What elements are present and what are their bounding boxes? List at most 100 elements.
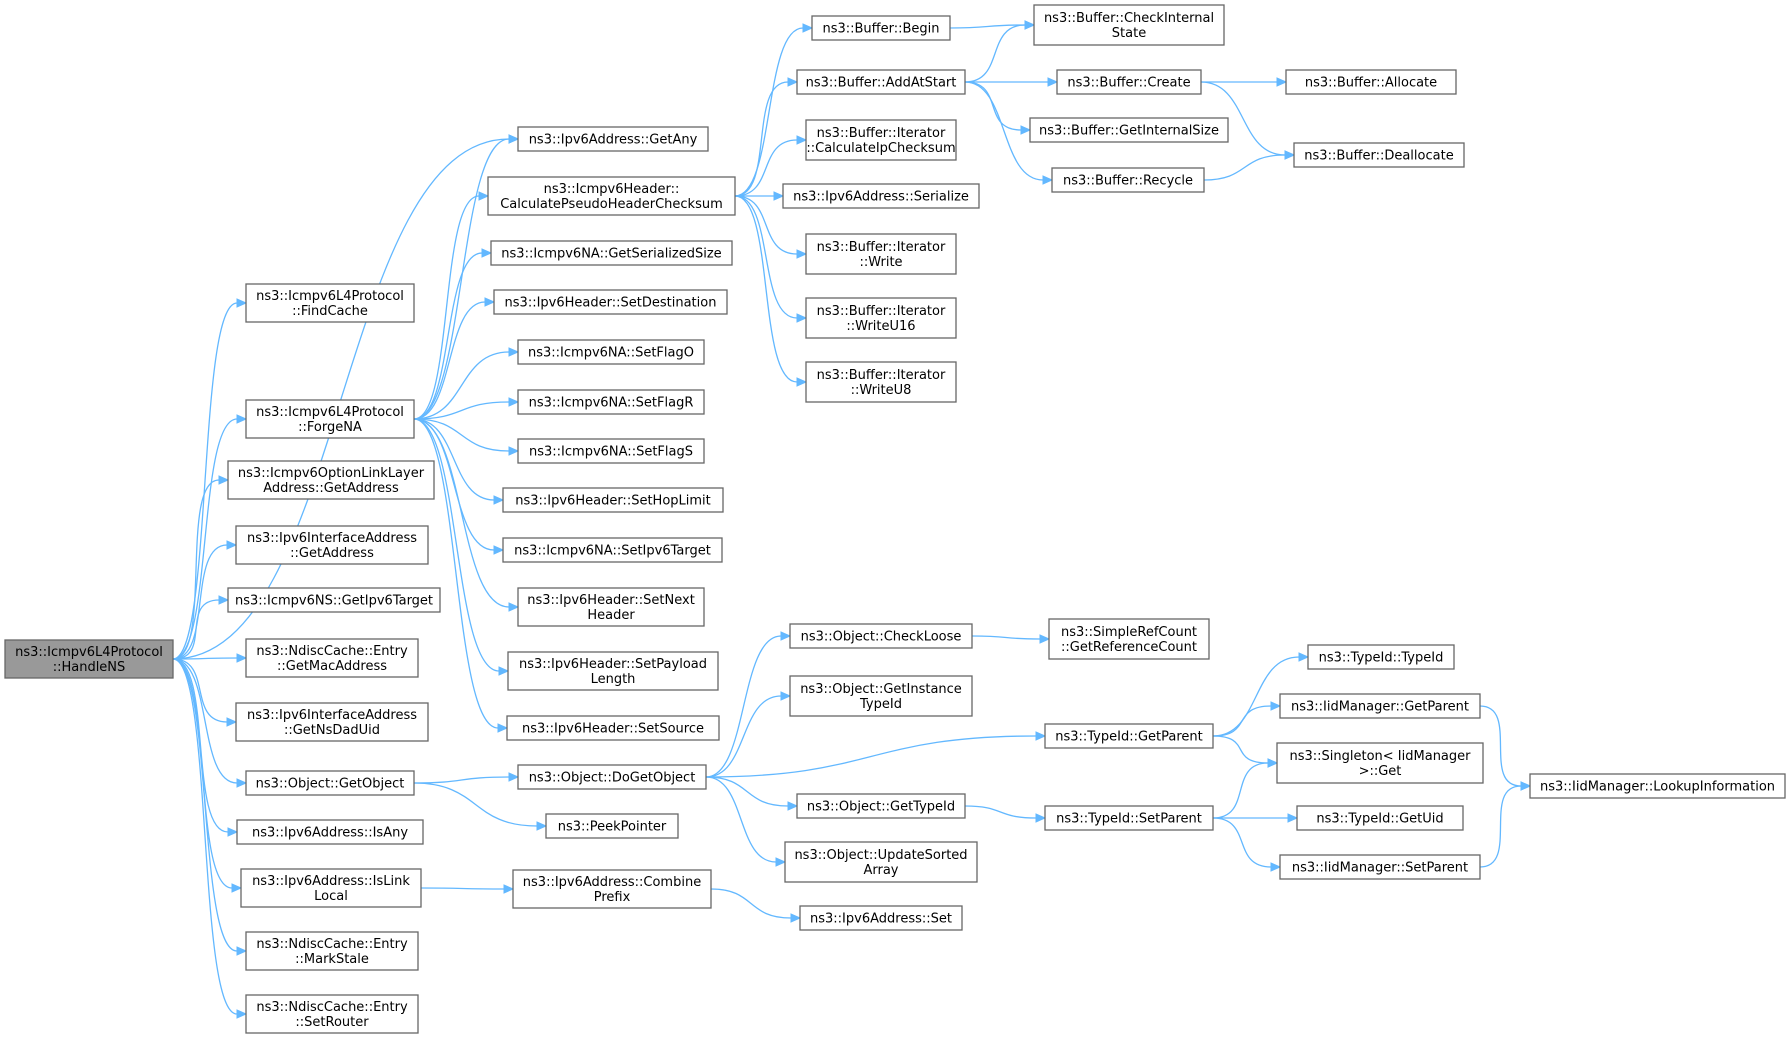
edge-forge_na-to-na_setflags (413, 418, 510, 452)
arrowhead-forge_na-to-na_setflago (508, 347, 520, 357)
node-obj-getobject[interactable]: ns3::Object::GetObject (245, 770, 415, 796)
node-label-line: ns3::Icmpv6NS::GetIpv6Target (235, 594, 433, 609)
node-ipv6-set[interactable]: ns3::Ipv6Address::Set (799, 905, 963, 931)
node-box (545, 813, 679, 839)
node-label-line: ns3::Buffer::CheckInternal (1044, 11, 1214, 26)
node-na-getsersize[interactable]: ns3::Icmpv6NA::GetSerializedSize (490, 240, 733, 266)
node-label-line: ns3::IidManager::GetParent (1291, 700, 1469, 715)
node-buf-addatstart[interactable]: ns3::Buffer::AddAtStart (796, 69, 966, 95)
node-ndisc-markstale[interactable]: ns3::NdiscCache::Entry::MarkStale (245, 931, 419, 971)
node-buf-allocate[interactable]: ns3::Buffer::Allocate (1285, 69, 1457, 95)
node-ifaddr-getnsdad[interactable]: ns3::Ipv6InterfaceAddress::GetNsDadUid (235, 702, 429, 742)
node-label-line: ns3::Object::GetInstance (800, 682, 962, 697)
node-box (1048, 618, 1210, 660)
edge-obj_getobject-to-peekpointer (413, 782, 538, 827)
node-box (1029, 117, 1229, 143)
node-iid-getparent[interactable]: ns3::IidManager::GetParent (1279, 693, 1481, 719)
node-label-line: ns3::NdiscCache::Entry (256, 644, 408, 659)
node-ns-gettarget[interactable]: ns3::Icmpv6NS::GetIpv6Target (227, 587, 441, 613)
node-ndisc-setrouter[interactable]: ns3::NdiscCache::Entry::SetRouter (245, 994, 419, 1034)
edge-forge_na-to-hdr_setsource (413, 418, 499, 729)
arrowhead-handle_ns-to-obj_getobject (236, 778, 248, 788)
node-buf-create[interactable]: ns3::Buffer::Create (1056, 69, 1202, 95)
node-calc-pseudo[interactable]: ns3::Icmpv6Header::CalculatePseudoHeader… (487, 176, 736, 216)
arrowhead-obj_getobject-to-peekpointer (536, 821, 548, 831)
node-hdr-setdest[interactable]: ns3::Ipv6Header::SetDestination (493, 289, 728, 315)
edge-calc_pseudo-to-buf_iter_write16 (734, 195, 798, 319)
node-box (784, 841, 978, 883)
node-label-line: ns3::Singleton< IidManager (1289, 749, 1471, 764)
node-tid-getparent[interactable]: ns3::TypeId::GetParent (1044, 723, 1214, 749)
node-box (1276, 742, 1484, 784)
node-label-line: ns3::Ipv6Address::GetAny (529, 133, 698, 148)
edge-iid_setparent-to-iid_lookup (1479, 785, 1522, 868)
node-box (517, 339, 705, 365)
node-buf-iter-write[interactable]: ns3::Buffer::Iterator::Write (805, 233, 957, 275)
node-na-setflagr[interactable]: ns3::Icmpv6NA::SetFlagR (517, 389, 705, 415)
node-ipv6-getany[interactable]: ns3::Ipv6Address::GetAny (517, 126, 709, 152)
node-handle-ns[interactable]: ns3::Icmpv6L4Protocol::HandleNS (4, 639, 174, 679)
node-buf-getinternalsize[interactable]: ns3::Buffer::GetInternalSize (1029, 117, 1229, 143)
arrowhead-forge_na-to-na_getsersize (481, 248, 493, 258)
node-box (493, 289, 728, 315)
node-buf-iter-calc[interactable]: ns3::Buffer::Iterator::CalculateIpChecks… (805, 119, 957, 161)
node-srefcount-get[interactable]: ns3::SimpleRefCount::GetReferenceCount (1048, 618, 1210, 660)
node-optlink-getaddr[interactable]: ns3::Icmpv6OptionLinkLayerAddress::GetAd… (227, 460, 435, 500)
edge-forge_na-to-hdr_setdest (413, 301, 486, 420)
arrowhead-handle_ns-to-forge_na (236, 414, 248, 424)
node-label-line: CalculatePseudoHeaderChecksum (500, 197, 723, 212)
edge-ipv6_combine-to-ipv6_set (710, 888, 792, 919)
node-na-setflags[interactable]: ns3::Icmpv6NA::SetFlagS (517, 438, 705, 464)
node-label-line: ::Write (859, 255, 902, 270)
node-buf-deallocate[interactable]: ns3::Buffer::Deallocate (1293, 142, 1465, 168)
node-hdr-setsource[interactable]: ns3::Ipv6Header::SetSource (506, 715, 720, 741)
node-tid-getuid[interactable]: ns3::TypeId::GetUid (1296, 805, 1464, 831)
node-obj-dogetobject[interactable]: ns3::Object::DoGetObject (517, 764, 707, 790)
edge-obj_dogetobject-to-obj_getinsttid (705, 695, 782, 778)
node-label-line: ns3::Ipv6Header::SetSource (522, 722, 704, 737)
node-tid-setparent[interactable]: ns3::TypeId::SetParent (1044, 805, 1214, 831)
edge-calc_pseudo-to-buf_iter_calc (734, 139, 798, 197)
node-forge-na[interactable]: ns3::Icmpv6L4Protocol::ForgeNA (245, 399, 415, 439)
node-tid-typeid[interactable]: ns3::TypeId::TypeId (1307, 644, 1455, 670)
node-label-line: ns3::Icmpv6NA::SetFlagR (529, 396, 694, 411)
node-find-cache[interactable]: ns3::Icmpv6L4Protocol::FindCache (245, 283, 415, 323)
node-buf-begin[interactable]: ns3::Buffer::Begin (811, 15, 951, 41)
node-hdr-sethoplimit[interactable]: ns3::Ipv6Header::SetHopLimit (502, 487, 724, 513)
node-ifaddr-getaddr[interactable]: ns3::Ipv6InterfaceAddress::GetAddress (235, 525, 429, 565)
node-buf-recycle[interactable]: ns3::Buffer::Recycle (1051, 167, 1205, 193)
node-obj-checkloose[interactable]: ns3::Object::CheckLoose (789, 623, 973, 649)
node-label-line: ns3::NdiscCache::Entry (256, 1000, 408, 1015)
node-buf-iter-write8[interactable]: ns3::Buffer::Iterator::WriteU8 (805, 361, 957, 403)
node-label-line: ns3::Icmpv6L4Protocol (256, 405, 404, 420)
node-singleton-get[interactable]: ns3::Singleton< IidManager>::Get (1276, 742, 1484, 784)
node-label-line: ns3::Ipv6Address::IsLink (252, 874, 410, 889)
node-iid-lookup[interactable]: ns3::IidManager::LookupInformation (1529, 773, 1786, 799)
node-label-line: ns3::Ipv6Address::Combine (523, 875, 701, 890)
node-na-settarget[interactable]: ns3::Icmpv6NA::SetIpv6Target (502, 537, 723, 563)
node-ipv6-serialize[interactable]: ns3::Ipv6Address::Serialize (782, 183, 980, 209)
arrowhead-forge_na-to-na_settarget (493, 545, 505, 555)
node-label-line: ns3::Buffer::Deallocate (1304, 149, 1453, 164)
node-iid-setparent[interactable]: ns3::IidManager::SetParent (1279, 854, 1481, 880)
node-ipv6-isany[interactable]: ns3::Ipv6Address::IsAny (236, 819, 424, 845)
arrowhead-calc_pseudo-to-buf_addatstart (787, 77, 799, 87)
node-buf-iter-write16[interactable]: ns3::Buffer::Iterator::WriteU16 (805, 297, 957, 339)
arrowhead-tid_setparent-to-tid_getuid (1287, 813, 1299, 823)
node-label-line: ns3::Icmpv6NA::SetFlagO (528, 346, 694, 361)
node-box (245, 770, 415, 796)
node-obj-gettypeid[interactable]: ns3::Object::GetTypeId (796, 793, 966, 819)
node-na-setflago[interactable]: ns3::Icmpv6NA::SetFlagO (517, 339, 705, 365)
node-box (796, 793, 966, 819)
arrowhead-calc_pseudo-to-buf_iter_write (796, 249, 808, 259)
node-label-line: Array (863, 863, 898, 878)
node-ndisc-getmac[interactable]: ns3::NdiscCache::Entry::GetMacAddress (245, 638, 419, 678)
node-peekpointer[interactable]: ns3::PeekPointer (545, 813, 679, 839)
